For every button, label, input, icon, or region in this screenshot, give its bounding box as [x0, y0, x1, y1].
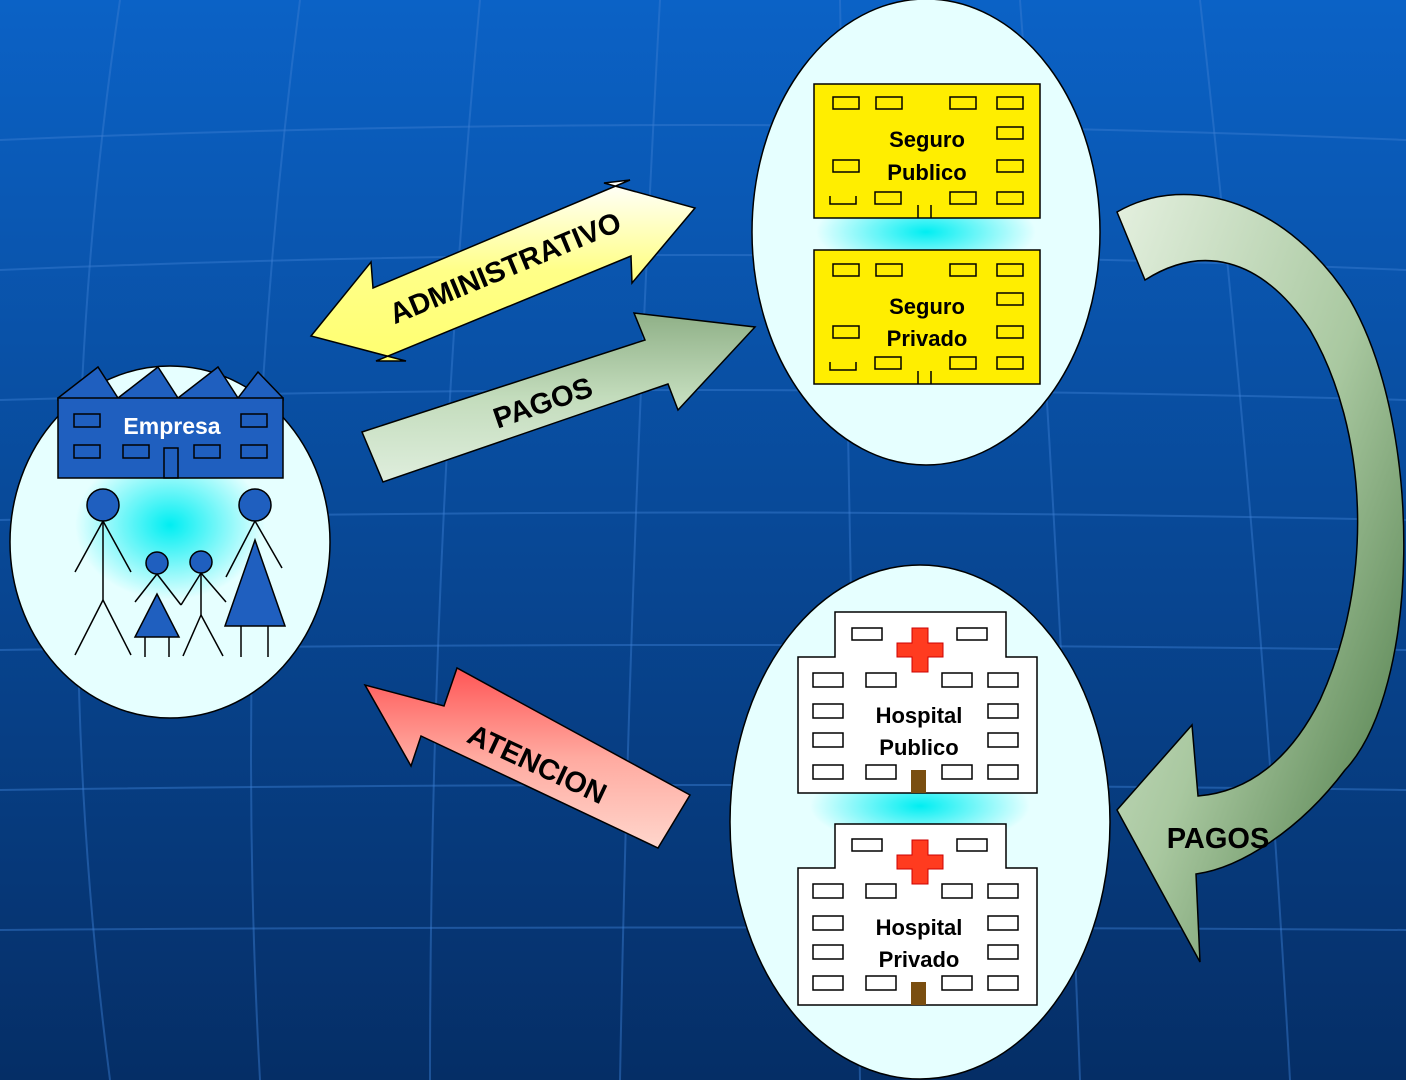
hospital-public-line2: Publico — [879, 735, 958, 760]
insurer-building-private — [813, 249, 1041, 385]
hospital-public-line1: Hospital — [876, 703, 963, 728]
hospital-building-private — [797, 823, 1038, 1006]
hospital-private-line2: Privado — [879, 947, 960, 972]
insurer-public-line2: Publico — [887, 160, 966, 185]
insurer-private-line2: Privado — [887, 326, 968, 351]
insurer-private-line1: Seguro — [889, 294, 965, 319]
payment-arrow-insurer: PAGOS — [1116, 193, 1405, 963]
company-node: Empresa — [9, 365, 331, 719]
company-glow — [75, 450, 265, 600]
insurer-node: Seguro Publico Seguro Privado — [751, 0, 1101, 466]
hospital-private-line1: Hospital — [876, 915, 963, 940]
family-icon — [74, 488, 287, 657]
red-cross-icon — [896, 627, 944, 673]
company-label: Empresa — [123, 413, 220, 439]
company-building — [57, 365, 284, 479]
insurer-public-line1: Seguro — [889, 127, 965, 152]
payment-arrow-company: PAGOS — [360, 312, 757, 483]
hospital-building-public — [797, 611, 1038, 794]
payment-insurer-label: PAGOS — [1167, 823, 1270, 855]
red-cross-icon — [896, 839, 944, 885]
insurer-building-public — [813, 83, 1041, 219]
hospital-node: Hospital Publico Hospital Privado — [729, 564, 1111, 1080]
